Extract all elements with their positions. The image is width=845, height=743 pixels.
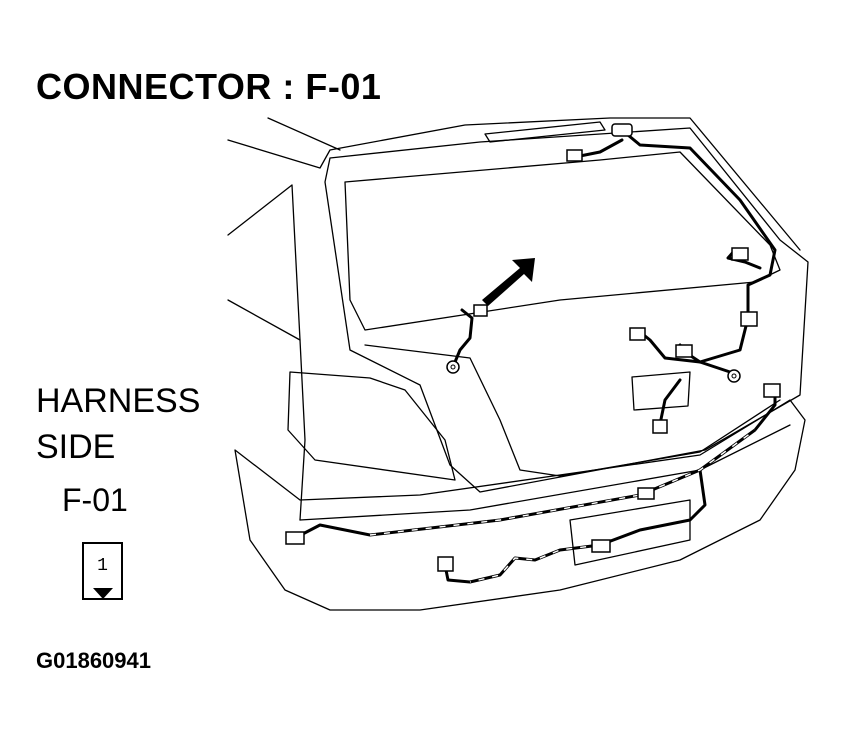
connector-plate-lamp <box>652 419 668 434</box>
connector-bumper-right <box>763 383 781 398</box>
connector-bumper-left <box>285 531 305 545</box>
rear-bumper <box>234 399 806 611</box>
hatch-frame <box>324 127 809 493</box>
body-side-line <box>227 184 301 341</box>
connector-wiper-motor <box>731 247 749 261</box>
lock-tab-marker <box>93 588 113 599</box>
diagram-title: CONNECTOR : F-01 <box>36 66 382 107</box>
pin-number: 1 <box>97 556 108 576</box>
harness-plate <box>658 378 682 426</box>
hatch-lower-panel <box>364 344 781 477</box>
harness-upper <box>620 128 777 364</box>
connector-center-2 <box>675 344 693 358</box>
high-mount-stop-lamp <box>484 121 606 143</box>
connector-F-01 <box>473 304 488 317</box>
connector-bumper-plate <box>591 539 611 553</box>
rear-pillar-left <box>227 299 306 521</box>
plate-frame <box>569 499 691 566</box>
harness-side-label-line1: HARNESS <box>36 382 201 420</box>
harness-side-label-line2: SIDE <box>36 428 116 466</box>
connector-bumper-lower-left <box>437 556 454 572</box>
bumper-inner <box>299 424 791 521</box>
connector-stop-lamp <box>611 123 633 137</box>
tail-lamp <box>287 371 456 481</box>
connector-right-lock <box>740 311 758 327</box>
harness-bumper-lower <box>443 468 707 584</box>
harness-left <box>453 308 474 364</box>
connector-bumper-center <box>637 487 655 500</box>
roof-line <box>227 117 801 251</box>
rear-window <box>344 151 781 331</box>
connector-center <box>629 327 646 341</box>
pointer-arrow <box>482 258 535 306</box>
connector-upper-left <box>566 149 583 162</box>
figure-id: G01860941 <box>36 648 151 673</box>
ground-point-right <box>727 369 741 383</box>
roof-top-line <box>267 117 341 151</box>
connector-face-view: 1 <box>82 542 123 600</box>
license-plate-recess <box>631 371 691 411</box>
ground-point-left <box>446 360 460 374</box>
harness-upper-branch <box>578 138 624 158</box>
connector-id-label: F-01 <box>62 482 128 518</box>
